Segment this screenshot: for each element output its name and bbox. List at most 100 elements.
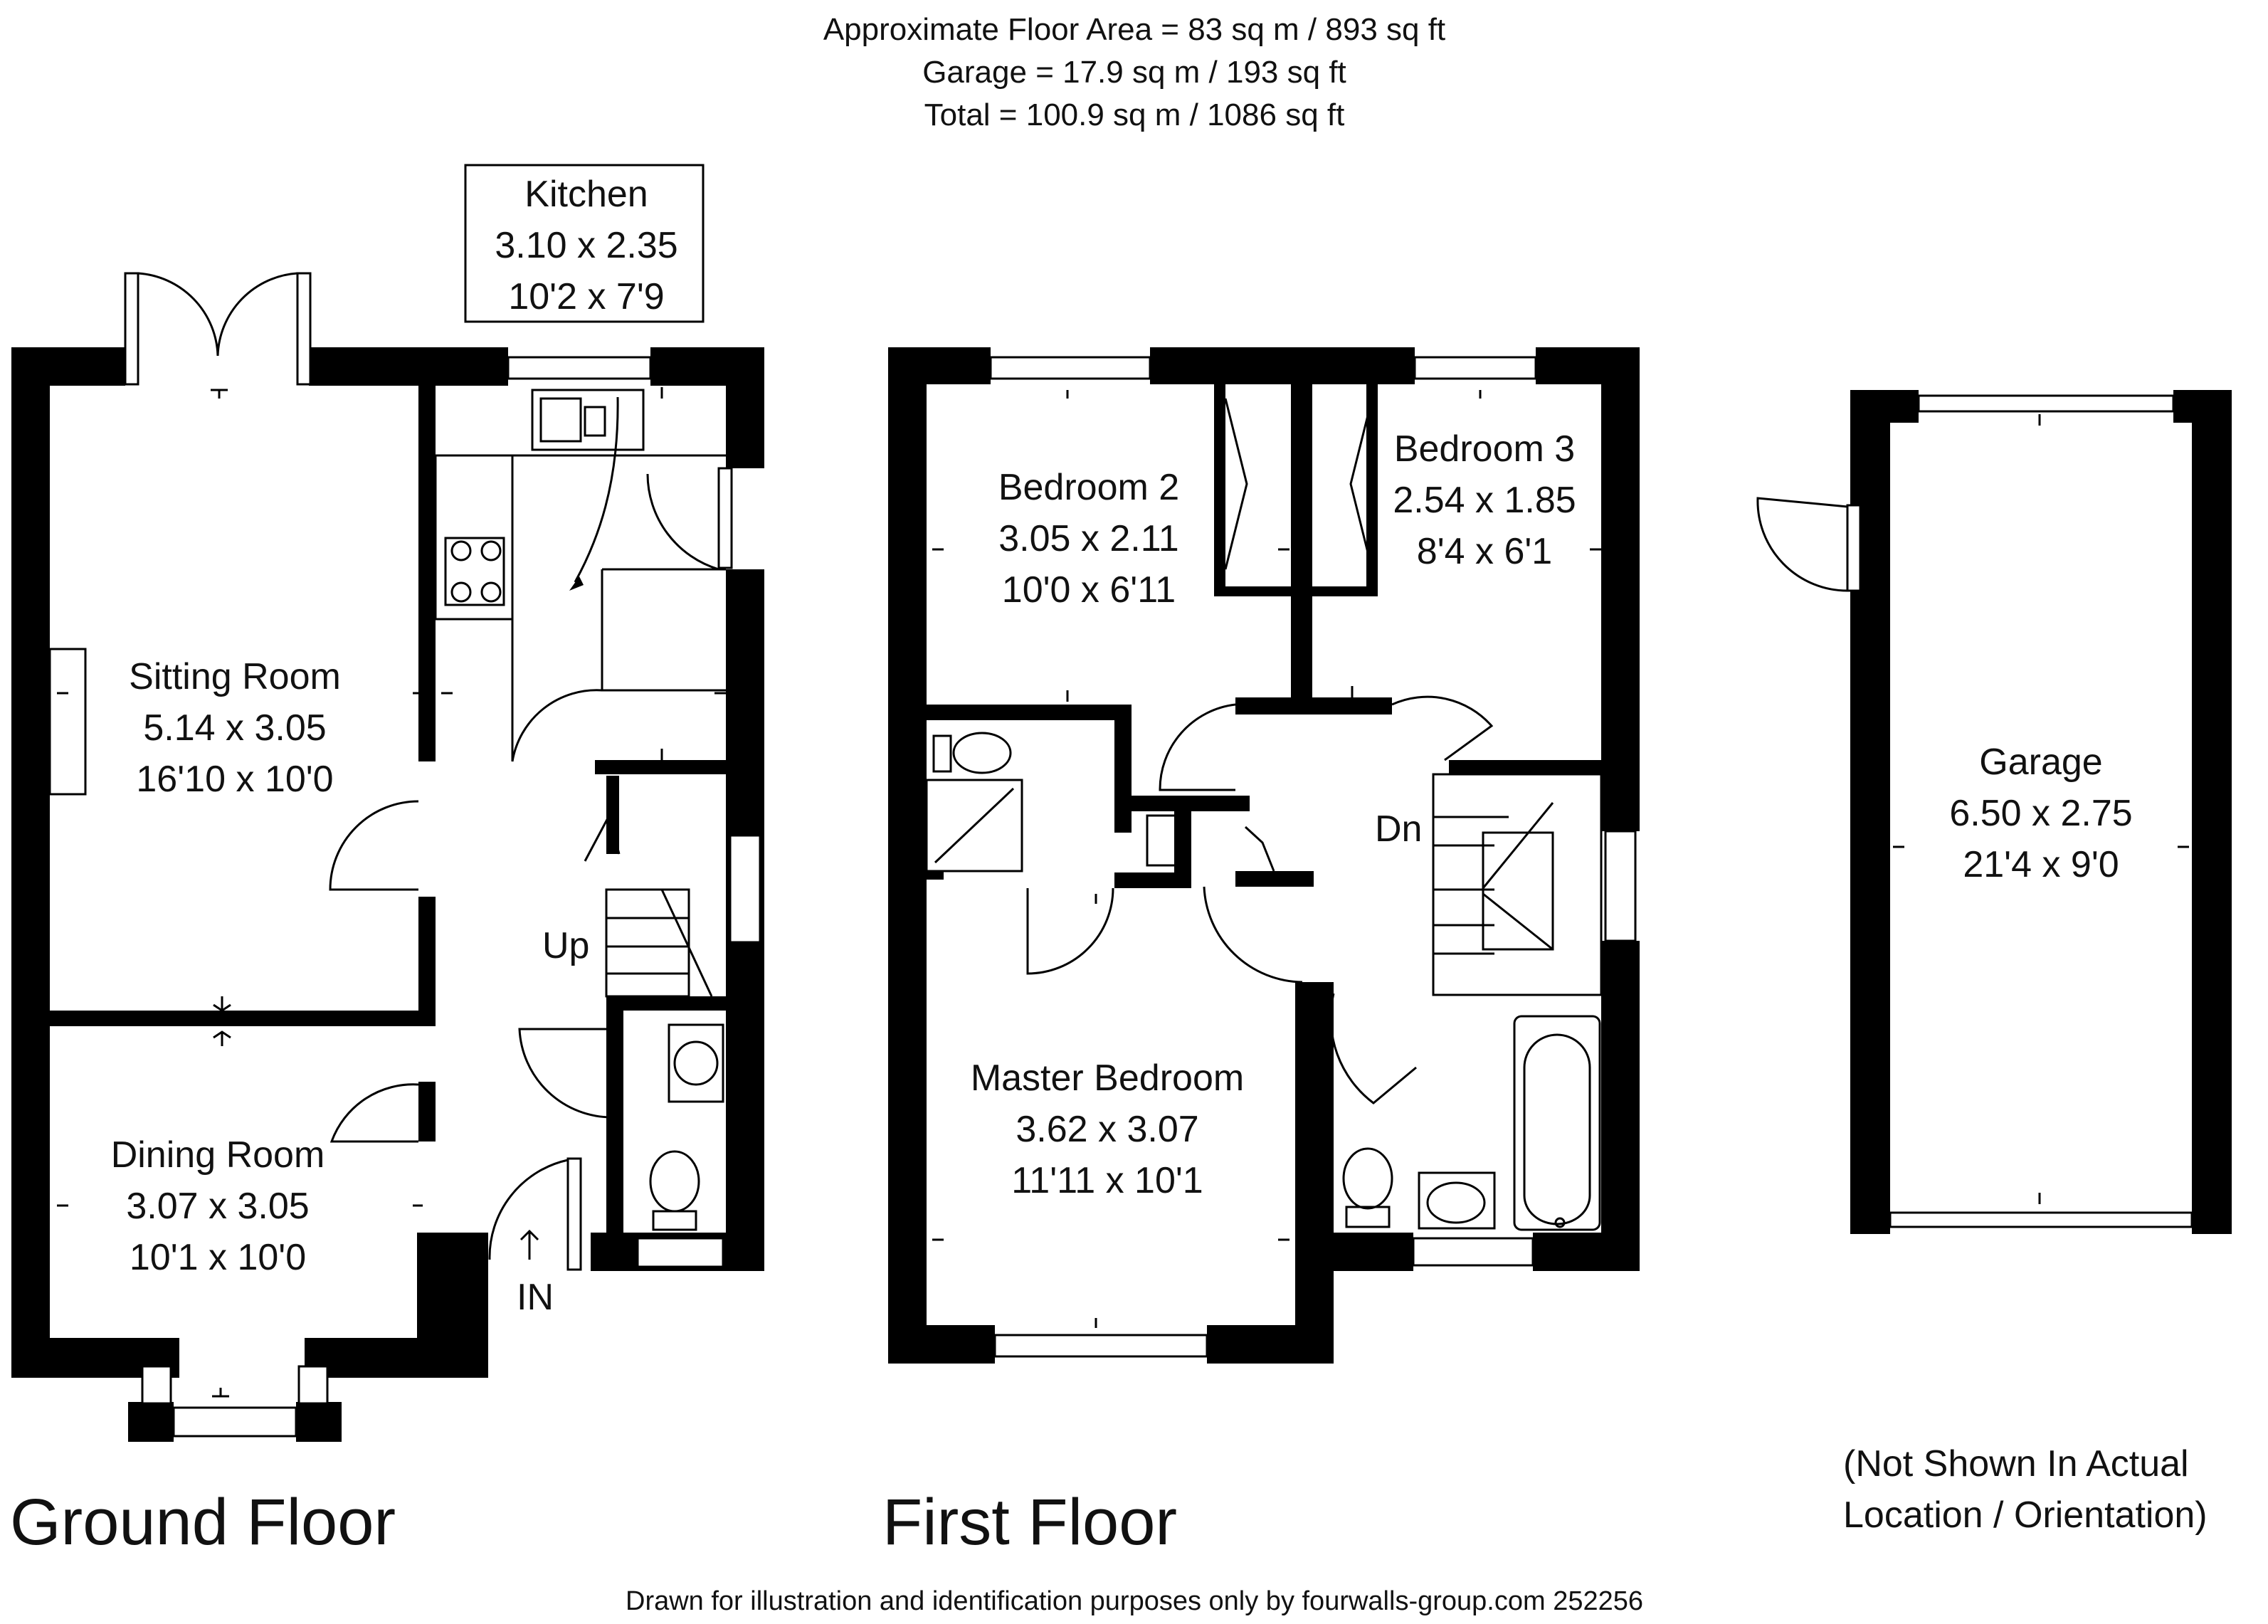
hob-ring xyxy=(480,581,502,603)
door-swing xyxy=(329,800,419,891)
arrow-line xyxy=(574,396,619,583)
toilet xyxy=(1342,1147,1393,1210)
sink-bowl xyxy=(584,406,606,437)
area-summary: Approximate Floor Area = 83 sq m / 893 s… xyxy=(823,12,1445,132)
sitting-room-imperial: 16'10 x 10'0 xyxy=(136,759,333,800)
sink-bowl xyxy=(539,397,582,443)
garage-metric: 6.50 x 2.75 xyxy=(1949,793,2132,834)
wall xyxy=(418,897,436,1018)
garage-name: Garage xyxy=(1979,742,2102,783)
toilet xyxy=(649,1150,700,1213)
bedroom3-metric: 2.54 x 1.85 xyxy=(1393,480,1576,521)
kitchen-name: Kitchen xyxy=(524,174,648,215)
wall xyxy=(888,1325,995,1364)
wall xyxy=(888,347,991,384)
hob-ring xyxy=(480,540,502,561)
kitchen-label-box xyxy=(464,164,705,323)
shower-line xyxy=(934,787,1015,864)
french-door-frame xyxy=(124,272,139,386)
wall xyxy=(1601,347,1640,831)
french-door-frame xyxy=(296,272,312,386)
wall xyxy=(1114,705,1132,833)
bathroom-window xyxy=(1412,1237,1534,1267)
wall xyxy=(1295,982,1334,1364)
dining-room-metric: 3.07 x 3.05 xyxy=(126,1186,309,1227)
kitchen-window xyxy=(507,356,652,380)
shower-tray xyxy=(925,779,1023,872)
door-swing xyxy=(1756,497,1848,592)
stair-well xyxy=(1482,831,1554,951)
door-swing xyxy=(216,272,298,357)
stair-line xyxy=(660,889,713,997)
dining-room-name: Dining Room xyxy=(111,1134,325,1176)
wall xyxy=(1533,1233,1640,1271)
wall xyxy=(595,760,740,774)
wc-window xyxy=(636,1237,724,1268)
bedroom2-name: Bedroom 2 xyxy=(998,467,1179,508)
bedroom2-metric: 3.05 x 2.11 xyxy=(998,518,1178,559)
wall xyxy=(309,347,508,386)
hob-ring xyxy=(450,581,472,603)
bedroom3-window xyxy=(1413,356,1537,380)
door-swing xyxy=(329,1083,419,1143)
garage-imperial: 21'4 x 9'0 xyxy=(1963,844,2119,885)
stair-arrow xyxy=(584,812,621,862)
wall xyxy=(1449,760,1601,774)
wall xyxy=(927,705,1132,720)
area-line-garage: Garage = 17.9 sq m / 193 sq ft xyxy=(922,55,1346,90)
garage-door xyxy=(1889,1211,2193,1228)
wall xyxy=(1235,697,1392,715)
toilet-cistern xyxy=(652,1210,697,1231)
door-swing xyxy=(646,473,719,571)
wall xyxy=(417,1233,488,1271)
wardrobe-door xyxy=(1349,398,1373,570)
wall xyxy=(296,1402,342,1442)
wall xyxy=(418,1082,436,1141)
stair-line xyxy=(1482,892,1554,951)
wall xyxy=(606,996,623,1267)
wall xyxy=(1850,390,1919,423)
wall xyxy=(726,347,764,468)
stair-line xyxy=(1482,802,1554,889)
wall xyxy=(606,776,619,854)
kitchen-door-frame xyxy=(717,467,733,569)
door-swing xyxy=(511,689,603,762)
window xyxy=(141,1365,172,1405)
area-line-total: Total = 100.9 sq m / 1086 sq ft xyxy=(924,97,1345,132)
door-swing xyxy=(137,272,219,357)
tap xyxy=(1554,1217,1566,1228)
room-labels: Kitchen 3.10 x 2.35 10'2 x 7'9 Sitting R… xyxy=(10,174,2208,1616)
wall xyxy=(888,347,927,1364)
arrow-head xyxy=(569,576,584,591)
wall xyxy=(11,347,125,386)
basin-bowl xyxy=(673,1040,719,1086)
toilet-cistern xyxy=(1345,1206,1391,1228)
chimney-breast xyxy=(48,648,87,796)
hob-ring xyxy=(450,540,472,561)
basin xyxy=(668,1023,724,1103)
first-floor-title: First Floor xyxy=(882,1486,1177,1559)
hall-window xyxy=(729,834,761,944)
basin-bowl xyxy=(1426,1181,1486,1224)
stairs xyxy=(1432,773,1603,996)
toilet-cistern xyxy=(932,734,952,773)
wall xyxy=(1601,941,1640,1271)
stairs xyxy=(605,888,690,998)
footer-credit: Drawn for illustration and identificatio… xyxy=(626,1586,1643,1616)
basin xyxy=(1418,1171,1496,1230)
tick xyxy=(213,996,231,1012)
garage-note-line2: Location / Orientation) xyxy=(1843,1494,2208,1536)
garage-window xyxy=(1917,394,2175,413)
front-door-frame xyxy=(566,1157,582,1271)
cupboard-line xyxy=(601,569,726,692)
wall xyxy=(1850,1206,1890,1234)
ground-floor-plan xyxy=(11,164,764,1442)
wall xyxy=(1214,384,1225,592)
master-bedroom-imperial: 11'11 x 10'1 xyxy=(1011,1160,1203,1201)
master-window xyxy=(993,1334,1208,1358)
wall xyxy=(1150,347,1415,384)
garage-note-line1: (Not Shown In Actual xyxy=(1843,1443,2189,1485)
cupboard-door xyxy=(1244,826,1275,872)
wardrobe-door xyxy=(1224,398,1248,570)
door-swing xyxy=(1391,695,1494,761)
